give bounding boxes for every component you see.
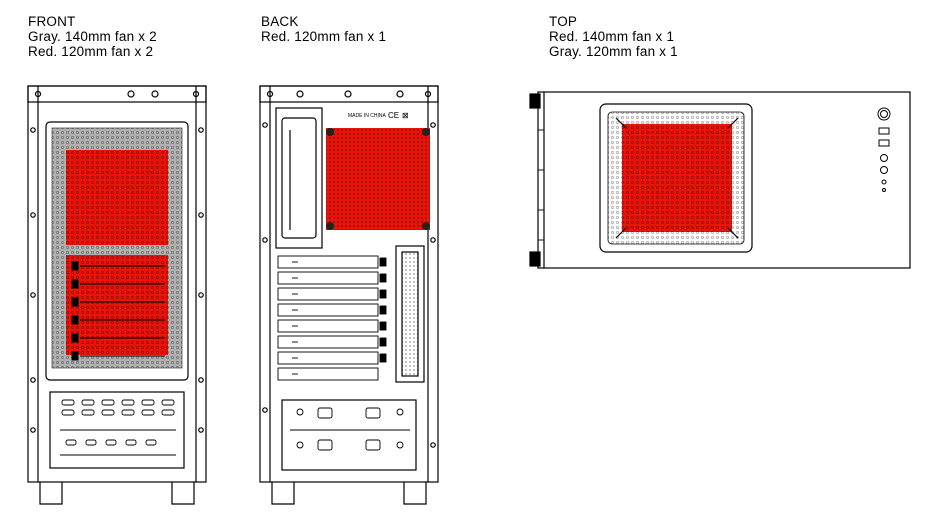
front-expansion-slots xyxy=(71,261,165,361)
front-view xyxy=(27,85,207,505)
front-gray-fan-label: Gray. 140mm fan x 2 xyxy=(28,29,157,44)
back-side-holes xyxy=(262,122,436,448)
front-foot-left xyxy=(39,482,63,505)
back-foot-left xyxy=(271,482,295,505)
back-made-in-china-marking: MADE IN CHINA xyxy=(348,113,386,119)
top-caption: TOP Red. 140mm fan x 1 Gray. 120mm fan x… xyxy=(549,14,678,59)
audio-jack-icon xyxy=(880,166,888,174)
led-indicator-icon xyxy=(882,188,886,192)
back-expansion-slots xyxy=(277,255,387,381)
reset-button-icon xyxy=(881,179,887,185)
usb-port-icon xyxy=(878,127,890,135)
front-caption: FRONT Gray. 140mm fan x 2 Red. 120mm fan… xyxy=(28,14,157,59)
back-psu-bracket xyxy=(275,107,323,249)
top-gray-fan-area xyxy=(599,103,753,253)
top-title: TOP xyxy=(549,14,578,29)
front-foot-right xyxy=(171,482,195,505)
top-view xyxy=(529,91,911,269)
back-side-vent xyxy=(395,245,425,383)
power-button-icon xyxy=(877,107,891,121)
back-caption: BACK Red. 120mm fan x 1 xyxy=(261,14,386,44)
front-drive-bay xyxy=(49,391,185,469)
weee-bin-icon: ⊠ xyxy=(402,111,409,120)
front-red-fan-label: Red. 120mm fan x 2 xyxy=(28,44,154,59)
back-foot-right xyxy=(403,482,427,505)
top-io-panel xyxy=(877,107,891,192)
top-case-outline xyxy=(537,91,911,269)
front-side-holes xyxy=(30,127,204,433)
audio-jack-icon xyxy=(880,154,888,162)
front-title: FRONT xyxy=(28,14,76,29)
back-drive-bay xyxy=(281,399,417,471)
top-gray-fan-label: Gray. 120mm fan x 1 xyxy=(549,44,678,59)
ce-mark-icon: CE xyxy=(388,111,399,120)
back-title: BACK xyxy=(261,14,299,29)
usb-port-icon xyxy=(878,139,890,147)
back-red-fan-label: Red. 120mm fan x 1 xyxy=(261,29,387,44)
top-red-fan-label: Red. 140mm fan x 1 xyxy=(549,29,675,44)
back-view: MADE IN CHINA CE ⊠ xyxy=(259,85,439,505)
